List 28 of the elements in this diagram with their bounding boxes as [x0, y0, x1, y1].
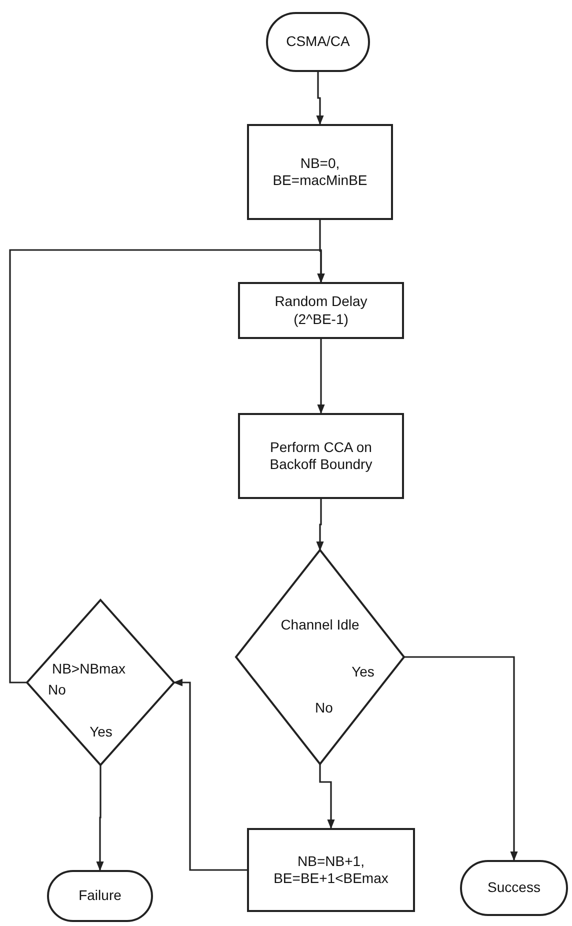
step-label: CSMA/CA — [286, 33, 350, 51]
decision-label: Channel Idle — [280, 616, 360, 634]
edge-label: Yes — [350, 664, 376, 680]
arrow — [173, 678, 247, 871]
arrow — [96, 765, 104, 871]
edge-label: No — [314, 700, 334, 716]
arrow — [316, 499, 324, 551]
step-label: Perform CCA on Backoff Boundry — [268, 438, 374, 474]
arrow — [9, 249, 325, 684]
process-box — [238, 282, 404, 339]
process-box — [238, 413, 404, 499]
step-label: Failure — [78, 887, 122, 905]
decision-label: NB>NBmax — [52, 660, 126, 678]
edge-label: Yes — [88, 724, 114, 740]
process-box — [247, 828, 415, 912]
decision-diamond — [236, 550, 404, 764]
step-label: NB=0, BE=macMinBE — [272, 154, 368, 190]
step-label: NB=NB+1, BE=BE+1<BEmax — [272, 852, 390, 888]
arrow — [317, 339, 325, 414]
step-label: Success — [488, 879, 540, 897]
process-box — [247, 124, 393, 220]
arrow — [316, 72, 324, 125]
edge-label: No — [47, 682, 67, 698]
terminal-pill — [47, 870, 153, 922]
step-label: Random Delay (2^BE-1) — [274, 293, 368, 328]
arrow — [404, 656, 518, 861]
decision-diamond — [27, 600, 174, 765]
arrow — [319, 764, 335, 829]
